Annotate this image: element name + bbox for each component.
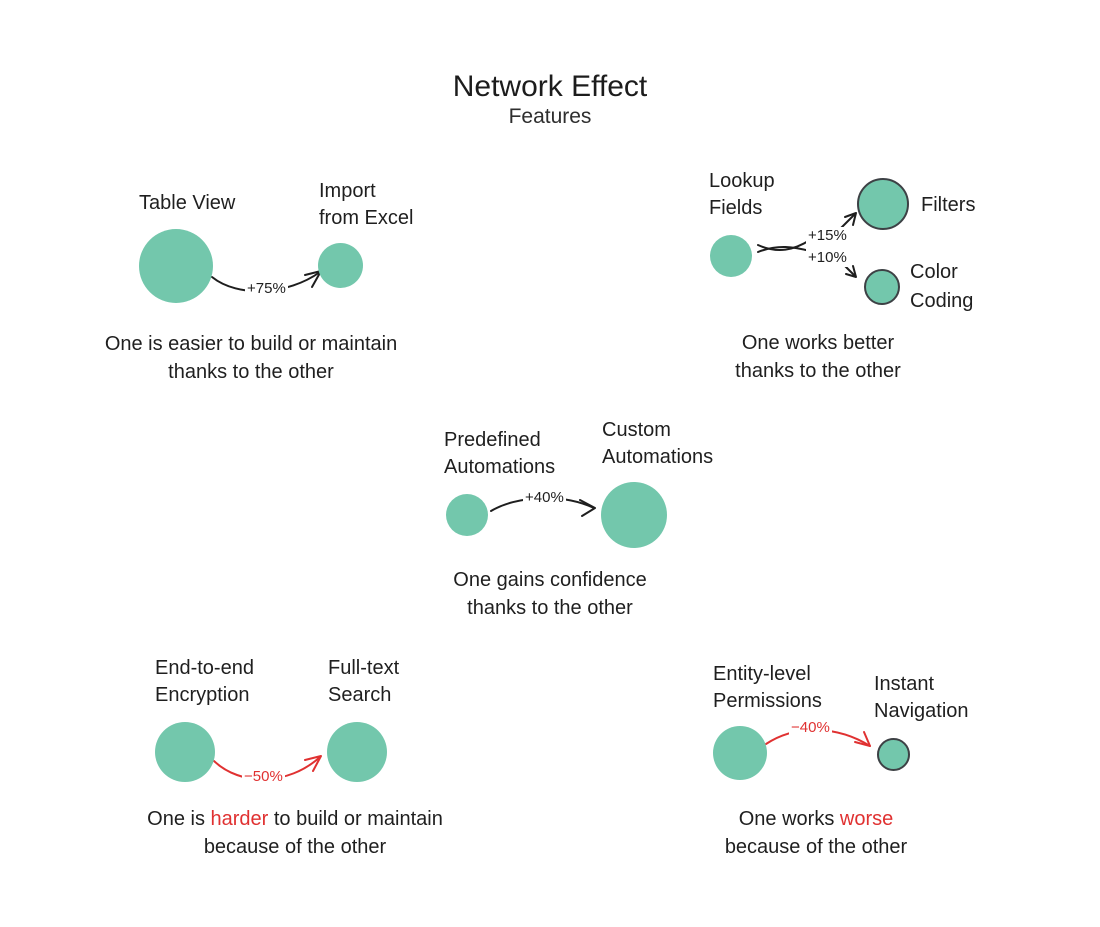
node-label-entity-level-permissions: Entity-level Permissions [713,661,822,715]
node-label-end-to-end-encryption: End-to-end Encryption [155,655,254,709]
caption-line: thanks to the other [735,360,901,382]
label-line: Fields [709,197,763,219]
label-line: Lookup [709,170,775,192]
label-line: Coding [910,290,974,312]
caption-confidence: One gains confidence thanks to the other [400,566,700,622]
caption-text: One is [147,808,211,830]
label-line: End-to-end [155,657,254,679]
caption-line: because of the other [724,836,908,858]
caption-line: One is harder to build or maintain [120,805,470,833]
arrowhead-full-text-search [304,755,322,772]
caption-line: One works better [741,332,895,354]
label-line: Entity-level [713,663,811,685]
node-circle-import-from-excel [318,243,363,288]
caption-easier: One is easier to build or maintain thank… [76,330,426,386]
node-circle-end-to-end-encryption [155,722,215,782]
arrowhead-filters [844,212,857,226]
node-circle-custom-automations [601,482,667,548]
edge-lookup-braid-lower [757,246,811,253]
label-line: Navigation [874,700,969,722]
caption-highlight-worse: worse [839,808,894,830]
label-line: Instant [874,673,935,695]
edge-label-minus-50: −50% [242,768,285,786]
label-line: Automations [602,446,714,468]
node-label-color-coding: Color Coding [910,258,973,316]
label-line: Import [319,180,376,202]
caption-text: One works [738,808,840,830]
edge-label-minus-40: −40% [789,719,832,737]
edge-lookup-braid-upper [757,239,811,252]
caption-line: One is easier to build or maintain [104,333,398,355]
label-line: from Excel [319,207,414,229]
node-circle-filters [857,178,909,230]
caption-line: One gains confidence [453,569,647,591]
node-label-import-from-excel: Import from Excel [319,178,413,232]
caption-harder: One is harder to build or maintain becau… [120,805,470,861]
label-line: Full-text [328,657,400,679]
node-label-full-text-search: Full-text Search [328,655,399,709]
edge-label-plus-40: +40% [523,489,566,507]
node-circle-full-text-search [327,722,387,782]
arrowhead-color-coding [845,265,857,278]
caption-worse: One works worse because of the other [666,805,966,861]
label-line: Custom [602,419,671,441]
label-line: Color [910,261,958,283]
label-line: Encryption [155,684,250,706]
arrowhead-custom-automations [579,499,596,517]
node-circle-instant-navigation [877,738,910,771]
node-label-custom-automations: Custom Automations [602,417,713,471]
label-line: Predefined [444,429,541,451]
label-line: Permissions [713,690,822,712]
node-circle-color-coding [864,269,900,305]
caption-text: to build or maintain [268,808,443,830]
node-label-filters: Filters [921,194,976,216]
edge-label-plus-10: +10% [806,249,849,267]
caption-line: One works worse [666,805,966,833]
caption-highlight-harder: harder [210,808,269,830]
node-label-instant-navigation: Instant Navigation [874,671,969,725]
node-circle-lookup-fields [710,235,752,277]
node-circle-table-view [139,229,213,303]
label-line: Search [328,684,392,706]
label-line: Automations [444,456,556,478]
edge-label-plus-15: +15% [806,227,849,245]
page-subtitle: Features [508,105,592,128]
node-label-predefined-automations: Predefined Automations [444,427,555,481]
page-title: Network Effect [452,70,648,103]
edge-label-plus-75: +75% [245,280,288,298]
caption-line: thanks to the other [467,597,633,619]
edge-lookup-to-filters [840,213,856,229]
caption-better: One works better thanks to the other [668,329,968,385]
node-label-table-view: Table View [139,192,236,214]
arrowhead-instant-navigation [854,731,871,747]
node-label-lookup-fields: Lookup Fields [709,168,775,222]
node-circle-entity-level-permissions [713,726,767,780]
node-circle-predefined-automations [446,494,488,536]
caption-line: thanks to the other [168,361,334,383]
caption-line: because of the other [203,836,387,858]
